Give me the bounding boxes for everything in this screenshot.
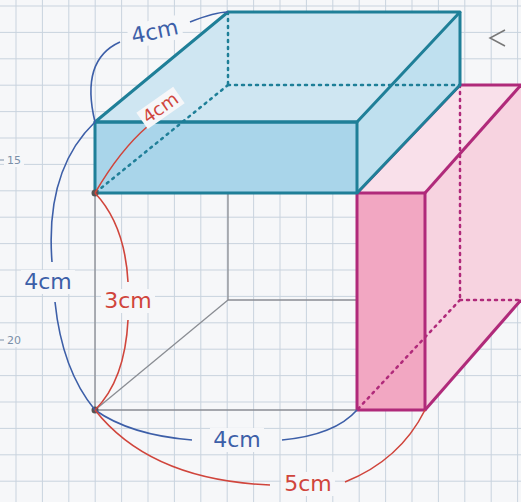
margin-ticks	[0, 160, 6, 340]
dimension-arcs	[51, 12, 425, 485]
margin-number: 15	[4, 154, 24, 167]
dimension-label: 4cm	[210, 428, 264, 452]
grid-line	[227, 0, 228, 502]
grid-line	[95, 0, 96, 502]
grid-line	[0, 402, 521, 403]
dimension-label: 3cm	[101, 289, 155, 313]
grid-line	[148, 0, 149, 502]
grid-line	[42, 0, 43, 502]
grid-line	[0, 454, 521, 455]
blue-prism	[95, 12, 460, 193]
dimension-label: 4cm	[136, 87, 184, 129]
grid-line	[0, 481, 521, 482]
pencil-arrow	[490, 30, 505, 46]
margin-number: 20	[4, 334, 24, 347]
grid-line	[121, 0, 122, 502]
dimension-label: 4cm	[21, 270, 75, 294]
dimension-label: 4cm	[126, 15, 183, 50]
grid-line	[0, 6, 521, 7]
grid-line	[68, 0, 69, 502]
grid-line	[16, 0, 17, 502]
dimension-label: 5cm	[281, 472, 335, 496]
